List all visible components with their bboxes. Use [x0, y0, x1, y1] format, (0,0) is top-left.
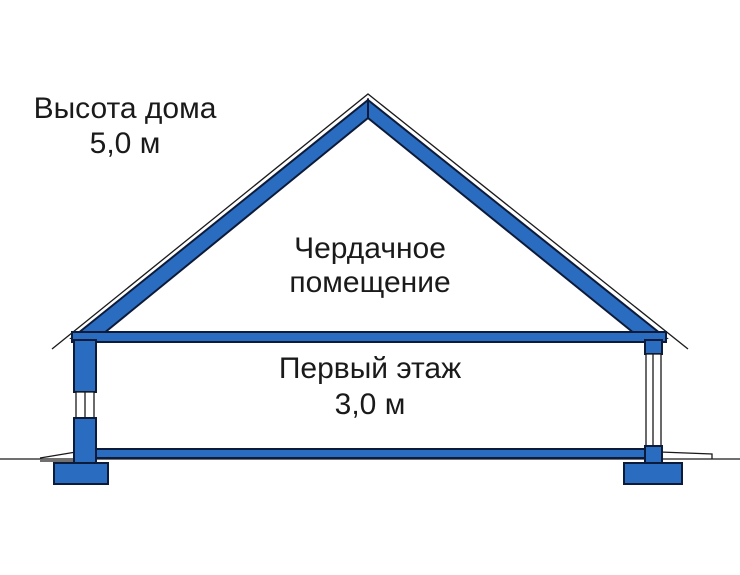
right-wall-top — [644, 339, 663, 355]
ground-slope-right — [659, 451, 713, 459]
floor-label-line2: 3,0 м — [335, 388, 406, 421]
right-foundation — [623, 462, 683, 485]
attic-label-line1: Чердачное — [294, 232, 446, 265]
left-wall-upper — [73, 339, 97, 393]
height-label-line2: 5,0 м — [90, 127, 161, 160]
attic-label-line2: помещение — [289, 266, 450, 299]
roof-outline — [51, 93, 689, 350]
left-foundation — [53, 462, 109, 485]
ground-floor-slab — [95, 448, 646, 459]
attic-floor-slab — [71, 331, 667, 343]
left-wall-lower — [73, 417, 97, 465]
floor-label-line1: Первый этаж — [279, 352, 461, 385]
ground-slope-left — [39, 451, 77, 462]
roof-rafter-right — [367, 97, 669, 339]
height-label-line1: Высота дома — [34, 92, 217, 125]
